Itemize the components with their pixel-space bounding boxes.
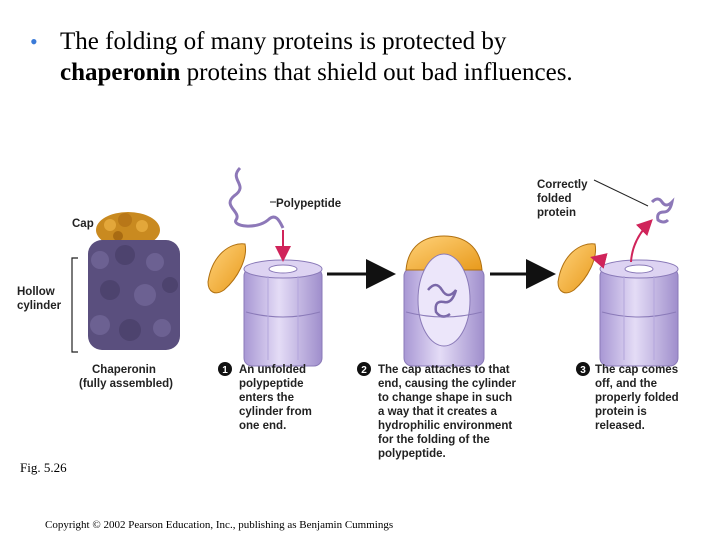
bullet-line1: The folding of many proteins is protecte… — [60, 28, 507, 55]
step1-caption: 1 An unfolded polypeptide enters the cyl… — [218, 362, 312, 432]
cap-label: Cap — [72, 218, 94, 230]
correct-label-2: folded — [537, 193, 572, 205]
step3-caption: 3 The cap comes off, and the properly fo… — [576, 362, 679, 432]
cap-off-arrow — [590, 253, 608, 269]
step2-line: to change shape in such — [378, 392, 512, 404]
step3-line: protein is — [595, 406, 647, 418]
step2-line: polypeptide. — [378, 448, 446, 460]
chaperonin-molecule: Cap Hollow cylinder Chaperonin (fully as… — [17, 212, 180, 390]
step2-number: 2 — [361, 365, 367, 376]
step3-line: released. — [595, 420, 645, 432]
chaperonin-diagram: Cap Hollow cylinder Chaperonin (fully as… — [17, 166, 679, 460]
step1-line: An unfolded — [239, 364, 306, 376]
step3-graphic: Correctly folded protein — [537, 179, 679, 367]
step3-line: properly folded — [595, 392, 679, 404]
cap-released — [557, 243, 597, 294]
step3-badge — [576, 362, 590, 376]
step1-line: cylinder from — [239, 406, 312, 418]
step1-line: one end. — [239, 420, 286, 432]
correct-label-1: Correctly — [537, 179, 588, 191]
folded-pointer — [593, 179, 649, 207]
folding-protein — [427, 283, 458, 318]
step2-graphic — [403, 235, 485, 367]
chaperonin-term: chaperonin — [60, 59, 181, 86]
step1-line: enters the — [239, 392, 294, 404]
chaperonin-label: Chaperonin — [92, 364, 156, 376]
hollow-label-2: cylinder — [17, 300, 62, 312]
bullet-icon: • — [30, 29, 38, 54]
folded-protein — [650, 197, 675, 224]
assembled-label: (fully assembled) — [79, 378, 173, 390]
step3-line: off, and the — [595, 378, 657, 390]
bullet-text: The folding of many proteins is protecte… — [60, 26, 710, 88]
step3-line: The cap comes — [595, 364, 678, 376]
release-arrow — [630, 219, 653, 263]
step2-line: a way that it creates a — [378, 406, 497, 418]
bullet-line2: proteins that shield out bad influences. — [180, 59, 573, 86]
correct-label-3: protein — [537, 207, 576, 219]
step2-line: The cap attaches to that — [378, 364, 510, 376]
polypeptide-label: Polypeptide — [276, 198, 341, 210]
step2-line: hydrophilic environment — [378, 420, 512, 432]
step3-number: 3 — [580, 365, 586, 376]
step1-line: polypeptide — [239, 378, 304, 390]
step2-line: end, causing the cylinder — [378, 378, 517, 390]
figure-label: Fig. 5.26 — [20, 460, 67, 475]
hollow-label-1: Hollow — [17, 286, 55, 298]
step2-line: for the folding of the — [378, 434, 490, 446]
cap-left — [207, 243, 247, 294]
cap-attached — [405, 235, 483, 271]
polypeptide-strand — [228, 166, 285, 229]
copyright-notice: Copyright © 2002 Pearson Education, Inc.… — [45, 519, 394, 531]
hollow-bracket — [71, 257, 78, 353]
step1-badge — [218, 362, 232, 376]
folding-chamber — [417, 253, 471, 347]
step1-graphic: Polypeptide — [207, 166, 341, 367]
step2-caption: 2 The cap attaches to that end, causing … — [357, 362, 517, 460]
step2-badge — [357, 362, 371, 376]
step1-number: 1 — [222, 365, 228, 376]
